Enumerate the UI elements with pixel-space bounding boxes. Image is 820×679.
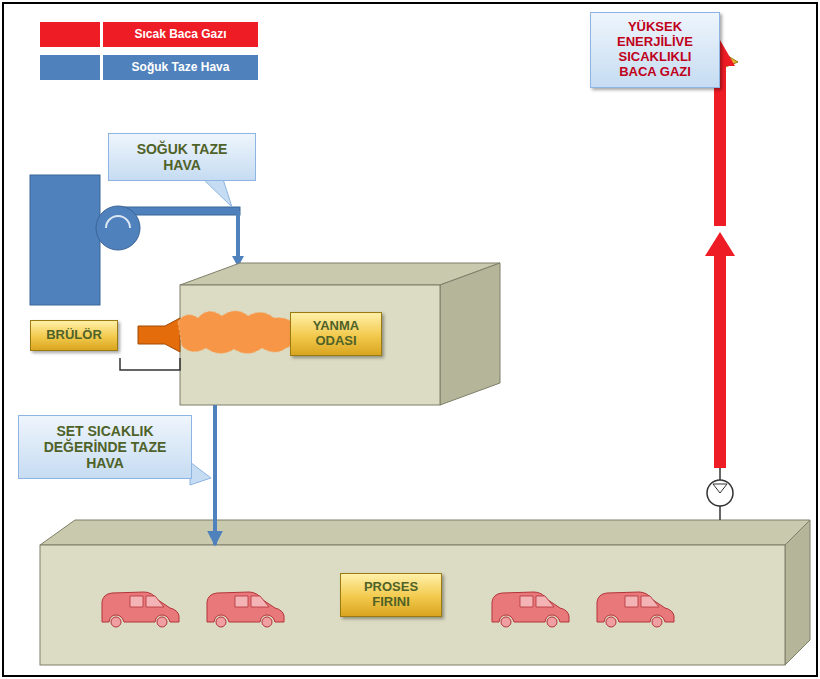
legend-entry: Sıcak Baca Gazı (40, 22, 258, 47)
legend-entry: Soğuk Taze Hava (40, 55, 258, 80)
legend-label: Soğuk Taze Hava (103, 55, 258, 80)
node-label: YANMA ODASI (290, 312, 382, 356)
node-label: SET SICAKLIK DEĞERİNDE TAZE HAVA (29, 423, 181, 471)
legend-swatch (40, 55, 100, 80)
node-label: BRÜLÖR (41, 328, 107, 343)
combustion-chamber: YANMA ODASI (180, 285, 440, 405)
node-label: YÜKSEK ENERJİLİVE SICAKLIKLI BACA GAZI (601, 20, 709, 80)
node-label: SOĞUK TAZE HAVA (119, 141, 245, 173)
air-callout: SOĞUK TAZE HAVA (108, 133, 256, 181)
note-callout: YÜKSEK ENERJİLİVE SICAKLIKLI BACA GAZI (590, 12, 720, 88)
process-oven: PROSES FIRINI (40, 545, 785, 665)
air-flow-arrow (213, 405, 217, 545)
burner-label: BRÜLÖR (30, 320, 118, 351)
air-callout: SET SICAKLIK DEĞERİNDE TAZE HAVA (18, 415, 192, 479)
legend-label: Sıcak Baca Gazı (103, 22, 258, 47)
node-label: PROSES FIRINI (340, 573, 442, 617)
legend-swatch (40, 22, 100, 47)
